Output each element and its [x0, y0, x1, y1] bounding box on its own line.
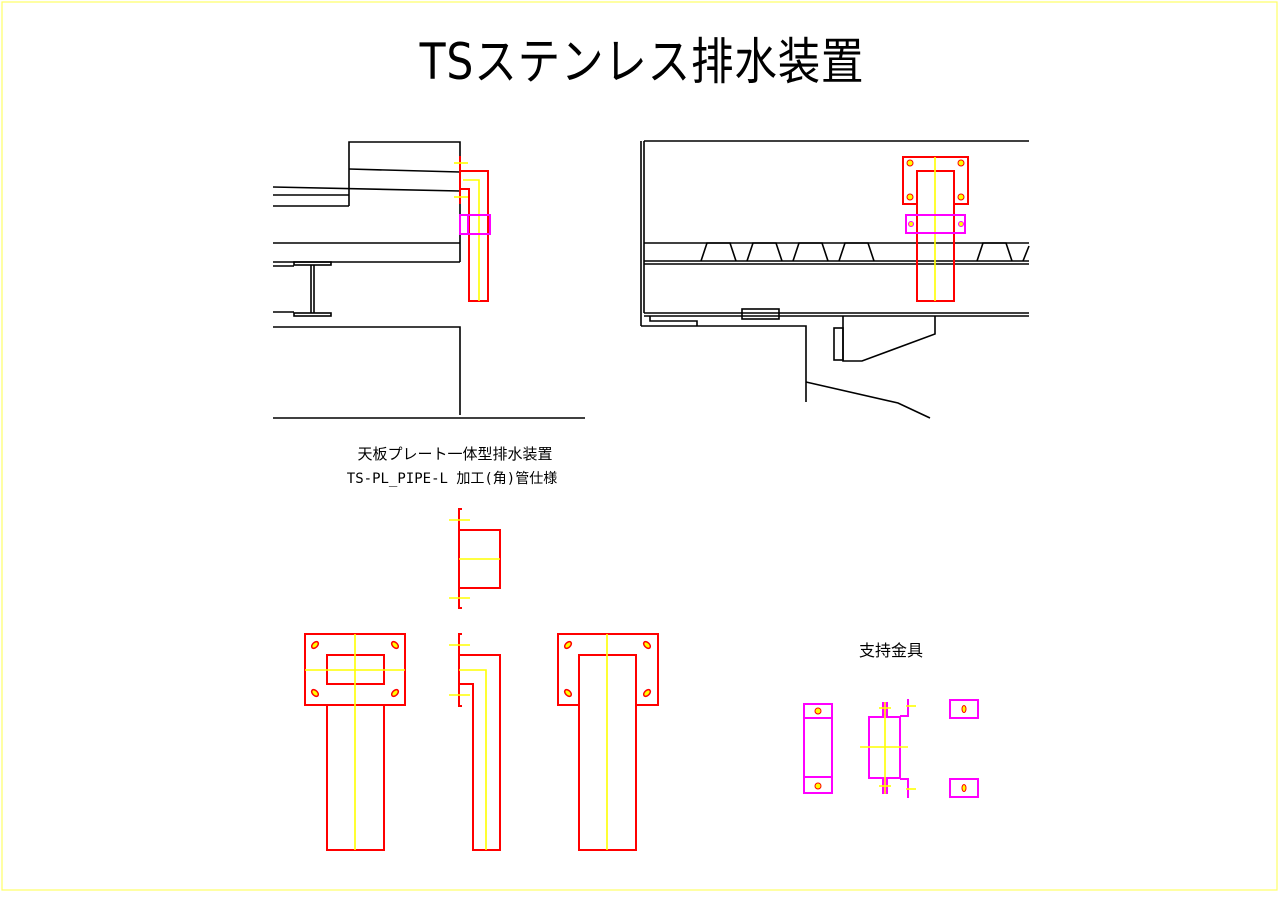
part-front-view: [304, 633, 406, 851]
main-section-sublabel: TS-PL_PIPE-L 加工(角)管仕様: [346, 471, 558, 487]
section-view-left: [272, 141, 585, 419]
deck-ribs: [700, 242, 1030, 262]
bracket-section-label: 支持金具: [858, 641, 924, 660]
main-section-label: 天板プレート一体型排水装置: [357, 445, 553, 463]
drawing-title: TSステンレス排水装置: [419, 33, 865, 91]
section-view-right: [640, 140, 1030, 419]
part-rear-view: [557, 633, 659, 851]
part-side-view: [449, 633, 501, 851]
part-top-view: [449, 508, 501, 609]
i-beam: [273, 261, 332, 317]
support-bracket-views: [803, 699, 979, 798]
